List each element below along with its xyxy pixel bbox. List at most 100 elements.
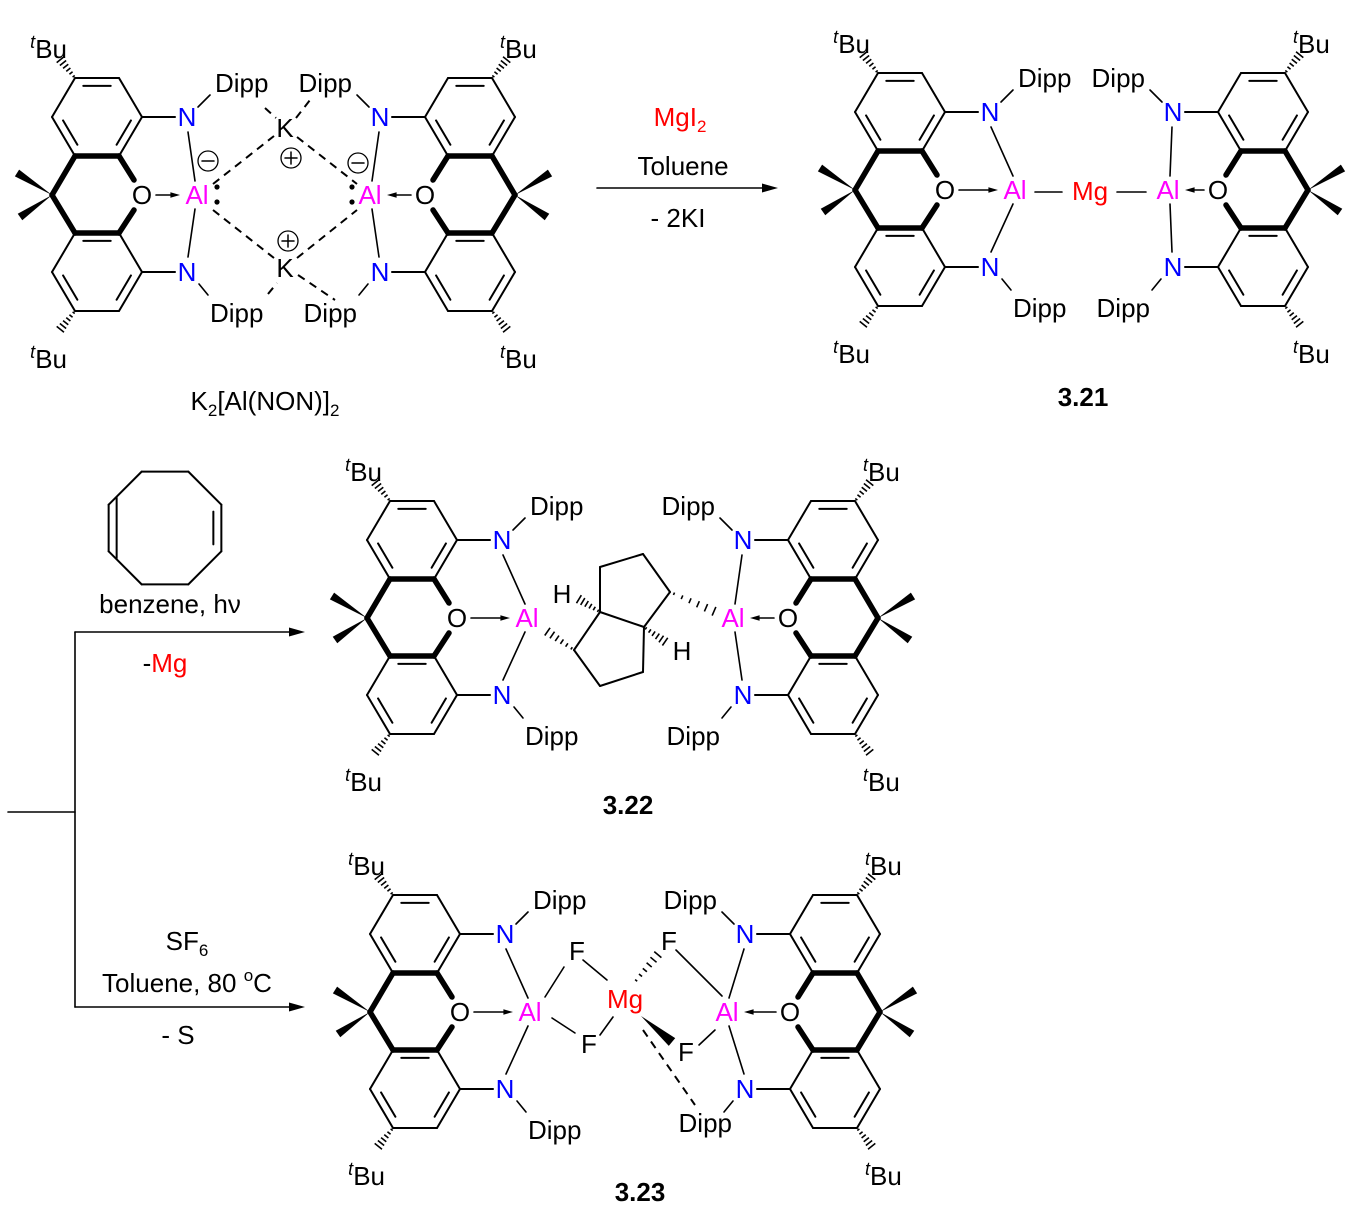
hash-line [72, 311, 76, 315]
f-al-bond [698, 1029, 716, 1046]
hydrogen-atom: H [673, 636, 692, 666]
hash-line [862, 54, 870, 62]
dipp-label: Dipp [215, 68, 268, 98]
hash-line [1291, 58, 1298, 65]
double-bond-inner [115, 119, 132, 146]
tbu-label: tBu [833, 27, 870, 59]
tbu-hashed-bond [1284, 306, 1304, 328]
nitrogen-atom: N [734, 525, 753, 555]
nitrogen-atom: N [496, 919, 515, 949]
n-al-bond [990, 126, 1014, 177]
hash-line [856, 737, 862, 741]
nitrogen-atom: N [1164, 97, 1183, 127]
dipp-label: Dipp [679, 1108, 732, 1138]
tbu-hashed-bond [854, 479, 874, 501]
ring-bond [436, 1049, 461, 1090]
hash-line [56, 56, 65, 64]
oxygen-atom: O [450, 997, 470, 1027]
n-dipp-bond [513, 706, 524, 719]
hash-line [859, 51, 868, 59]
bold-bond [793, 630, 814, 659]
hash-line [711, 606, 717, 616]
double-bond-inner [800, 936, 817, 963]
hash-line [854, 497, 858, 501]
hash-line [592, 606, 596, 611]
double-bond-inner [433, 936, 450, 963]
hash-line [500, 59, 508, 67]
ring-bond [854, 266, 879, 307]
hash-line [658, 635, 665, 643]
hash-line [646, 962, 653, 968]
dative-bond-arrow [750, 615, 775, 621]
n-al-bond [990, 203, 1014, 253]
hash-line [863, 745, 871, 753]
bold-bond [795, 970, 816, 1000]
tbu-text: Bu [350, 767, 382, 797]
hash-line [502, 56, 511, 64]
double-bond-inner [380, 1091, 397, 1118]
charge-circle [280, 147, 302, 169]
hash-line [374, 873, 383, 881]
hash-line [695, 600, 701, 608]
lone-pair-dot [349, 199, 355, 205]
bold-bond [431, 630, 452, 659]
n-dipp-bond [719, 517, 733, 531]
product-label-3-23: 3.23 [615, 1177, 666, 1207]
ring-bond [51, 271, 76, 312]
tbu-hashed-bond [56, 56, 76, 78]
tbu-superscript: t [500, 342, 506, 362]
bold-bond [489, 192, 518, 236]
hash-line [374, 1142, 383, 1150]
product-label-3-21: 3.21 [1058, 382, 1109, 412]
ring-bond [787, 539, 812, 580]
al-f-bond [551, 1017, 576, 1034]
ring-bond [643, 591, 671, 628]
double-bond-inner [851, 542, 868, 569]
tbu-superscript: t [345, 455, 351, 475]
tbu-label: tBu [1293, 27, 1330, 59]
n-dipp-bond [516, 1100, 527, 1113]
hash-line [863, 482, 871, 490]
bold-bond [49, 192, 78, 236]
ring-bond [424, 77, 449, 118]
ring-bond [921, 72, 946, 113]
dative-bond-arrow [1185, 187, 1205, 193]
ring-bond [1284, 72, 1309, 113]
hash-line [867, 873, 876, 881]
tbu-text: Bu [868, 767, 900, 797]
nitrogen-atom: N [736, 1074, 755, 1104]
methyl-wedge [878, 618, 913, 644]
methyl-wedge [17, 195, 52, 221]
n-dipp-bond [358, 283, 369, 296]
magnesium-atom: Mg [607, 984, 643, 1014]
hash-line [1284, 69, 1288, 73]
hash-line [858, 1131, 864, 1135]
dative-bond-arrow [958, 187, 998, 193]
tbu-text: Bu [870, 1161, 902, 1191]
nitrogen-atom: N [178, 102, 197, 132]
f-al-bond [675, 949, 723, 997]
tbu-superscript: t [863, 765, 869, 785]
n-dipp-bond [197, 94, 211, 108]
double-bond-inner [918, 269, 935, 296]
hash-line [68, 71, 74, 75]
ring-bond [436, 933, 461, 974]
potassium-atom: K [276, 253, 294, 283]
double-bond-inner [380, 936, 397, 963]
ring-bond [1217, 72, 1242, 113]
double-bond-inner [853, 1091, 870, 1118]
bold-bond [852, 148, 881, 193]
dative-bond-arrow [155, 192, 180, 198]
tbu-hashed-bond [371, 734, 391, 756]
bold-bond [367, 970, 396, 1015]
tbu-superscript: t [865, 849, 871, 869]
double-bond-inner [115, 274, 132, 301]
reactant-label: K2[Al(NON)]2 [191, 386, 340, 420]
hash-line [502, 325, 511, 333]
tbu-text: Bu [870, 851, 902, 881]
nitrogen-atom: N [178, 257, 197, 287]
double-bond-inner [1281, 114, 1298, 141]
tbu-label: tBu [345, 765, 382, 797]
